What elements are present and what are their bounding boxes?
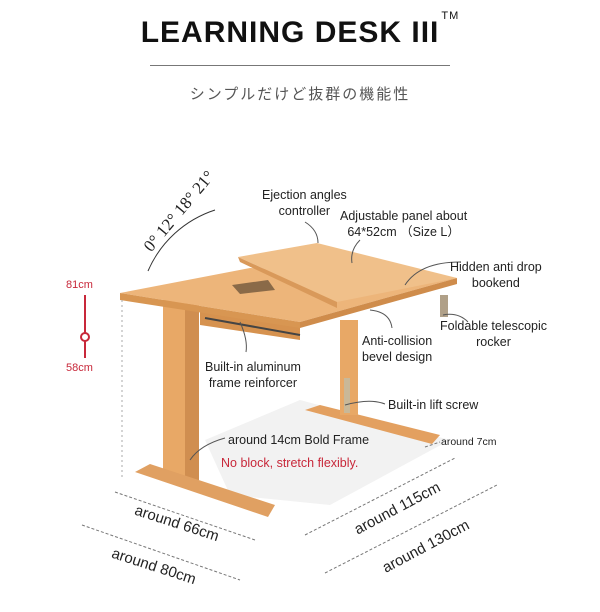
frame — [200, 310, 300, 340]
subtitle: シンプルだけど抜群の機能性 — [189, 86, 411, 103]
callout-bold-frame: around 14cm Bold Frame — [228, 433, 370, 447]
height-min: 58cm — [66, 362, 93, 374]
callout-lift-screw: Built-in lift screw — [388, 398, 479, 412]
left-foot — [135, 464, 275, 517]
trademark: TM — [441, 10, 460, 22]
aluminum-bar — [204, 317, 301, 336]
height-max: 81cm — [66, 279, 93, 291]
desk-opening — [232, 280, 275, 294]
right-foot — [305, 405, 440, 444]
rocker-handle — [440, 295, 448, 317]
divider — [150, 65, 450, 66]
callout-around-7cm: around 7cm — [441, 436, 497, 448]
callout-stretch: No block, stretch flexibly. — [221, 456, 359, 470]
adjustable-panel — [238, 243, 457, 302]
angle-arc — [147, 209, 216, 272]
lift-screw — [344, 378, 350, 413]
